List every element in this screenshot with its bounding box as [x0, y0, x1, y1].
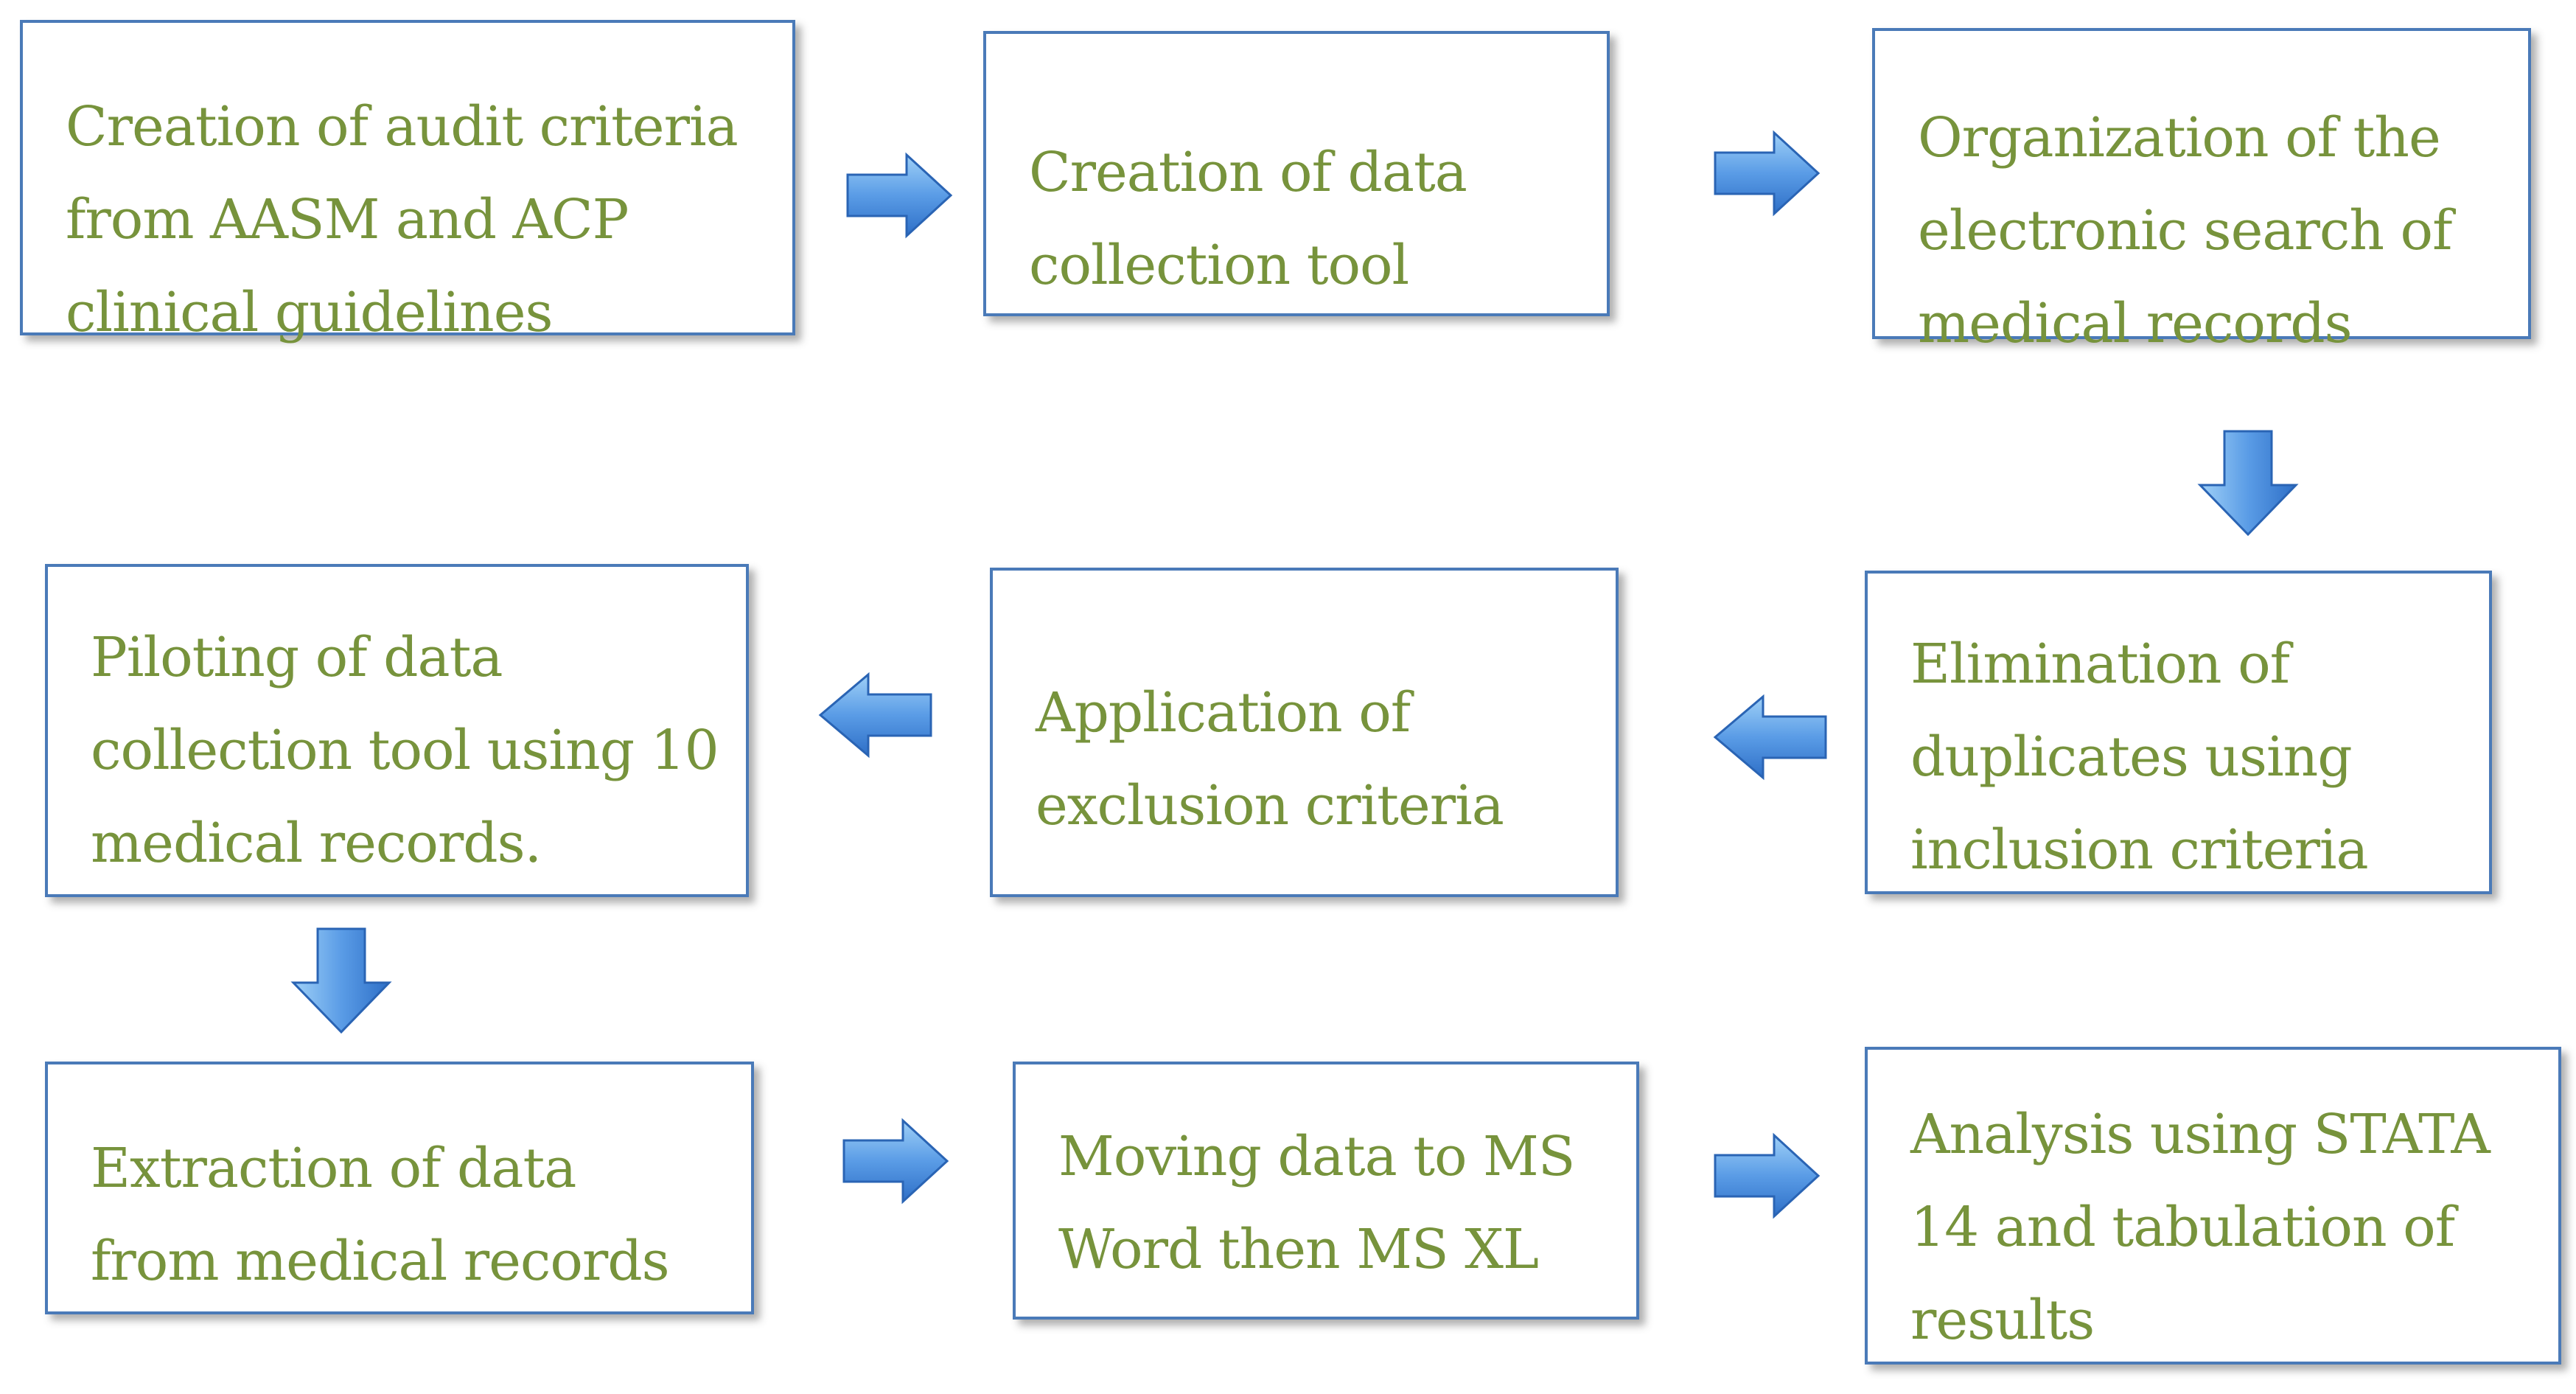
step-box-analysis: Analysis using STATA 14 and tabulation o… [1865, 1047, 2561, 1365]
step-text: Creation of data collection tool [1029, 141, 1467, 297]
step-box-extraction: Extraction of data from medical records [45, 1062, 754, 1314]
step-box-electronic-search: Organization of the electronic search of… [1872, 28, 2531, 355]
arrow-down-icon [2197, 430, 2299, 537]
step-text: Application of exclusion criteria [1036, 681, 1504, 837]
step-text: Piloting of data collection tool using 1… [91, 626, 719, 875]
step-text: Extraction of data from medical records [91, 1137, 670, 1293]
step-box-moving-data: Moving data to MS Word then MS XL [1013, 1062, 1639, 1320]
arrow-right-icon [846, 152, 953, 239]
arrow-right-icon [842, 1118, 949, 1205]
step-text: Moving data to MS Word then MS XL [1058, 1125, 1576, 1281]
step-box-exclusion-criteria: Application of exclusion criteria [990, 568, 1619, 897]
step-text: Creation of audit criteria from AASM and… [66, 95, 739, 344]
step-box-elimination-duplicates: Elimination of duplicates using inclusio… [1865, 571, 2492, 894]
step-box-audit-criteria: Creation of audit criteria from AASM and… [20, 20, 795, 344]
arrow-down-icon [290, 927, 392, 1034]
arrow-left-icon [818, 672, 932, 759]
step-box-piloting: Piloting of data collection tool using 1… [45, 564, 749, 897]
step-text: Elimination of duplicates using inclusio… [1910, 632, 2369, 882]
step-text: Analysis using STATA 14 and tabulation o… [1910, 1103, 2491, 1352]
arrow-left-icon [1713, 694, 1827, 781]
step-box-data-collection-tool: Creation of data collection tool [983, 31, 1610, 316]
step-text: Organization of the electronic search of… [1918, 106, 2452, 355]
arrow-right-icon [1714, 130, 1821, 217]
arrow-right-icon [1714, 1132, 1821, 1219]
